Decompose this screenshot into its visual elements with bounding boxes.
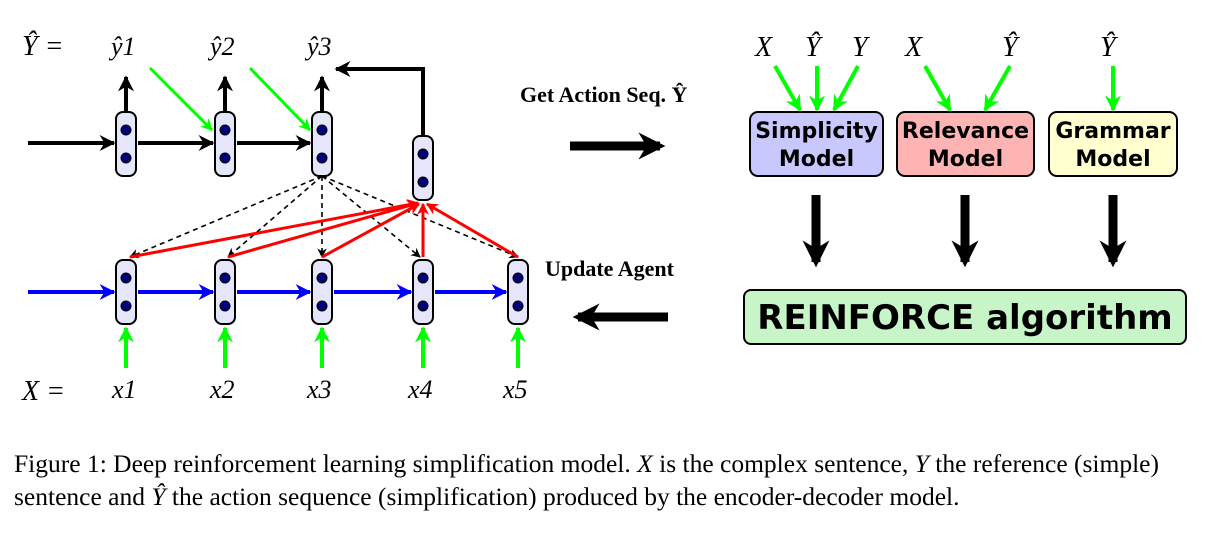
figure-caption: Figure 1: Deep reinforcement learning si… [14, 447, 1204, 513]
model-input-label: X [904, 32, 923, 63]
caption-prefix: Figure 1: Deep reinforcement learning si… [14, 449, 631, 478]
simplicity-model-label: Simplicity [755, 119, 878, 144]
encoder-cell [311, 259, 333, 325]
model-input-label: Ŷ [1100, 32, 1119, 63]
relevance-inputs: X Ŷ [904, 32, 1021, 112]
encoder-input-arrows [118, 326, 526, 368]
grammar-model-label: Model [1075, 147, 1150, 172]
caption-part2: is the complex sentence, [659, 449, 909, 478]
model-input-label: Y [852, 32, 871, 63]
caption-part4: the action sequence (simplification) pro… [171, 482, 960, 511]
model-input-label: X [754, 32, 773, 63]
caption-x-var: X [637, 449, 653, 478]
relevance-model-label: Relevance [902, 119, 1029, 144]
decoder-output-labels: ŷ1 ŷ2 ŷ3 [108, 32, 332, 61]
context-cell [412, 135, 434, 201]
simplicity-model-label: Model [779, 147, 854, 172]
relevance-model-box: Relevance Model [896, 111, 1035, 177]
encoder-input-label: x5 [502, 375, 528, 404]
decoder-output-label: ŷ1 [108, 32, 136, 61]
reward-arrows [802, 195, 1127, 268]
caption-y-var: Y [914, 449, 929, 478]
feedback-arrow [148, 66, 214, 132]
relevance-model-label: Model [928, 147, 1003, 172]
encoder-input-labels: x1 x2 x3 x4 x5 [111, 375, 528, 404]
attention-weight-arrows [129, 199, 519, 259]
encoder-input-label: x2 [209, 375, 235, 404]
reinforce-label: REINFORCE algorithm [757, 298, 1172, 338]
simplicity-model-box: Simplicity Model [749, 111, 884, 177]
encoder-cell [412, 259, 434, 325]
simplicity-inputs: X Ŷ Y [754, 32, 871, 112]
encoder-cell [507, 259, 529, 325]
update-agent-label: Update Agent [545, 256, 675, 281]
decoder-cell [214, 111, 236, 177]
x-equals-label: X = [21, 376, 65, 407]
grammar-model-box: Grammar Model [1048, 111, 1178, 177]
model-input-label: Ŷ [805, 32, 824, 63]
get-action-label: Get Action Seq. Ŷ [520, 82, 688, 107]
caption-part3: the reference (simple) sentence and [14, 449, 1159, 511]
decoder-cell [115, 111, 137, 177]
context-to-output-arrow [334, 61, 425, 136]
encoder-input-label: x4 [407, 375, 433, 404]
grammar-model-label: Grammar [1055, 119, 1170, 144]
reinforce-box: REINFORCE algorithm [743, 289, 1187, 345]
encoder-cell [115, 259, 137, 325]
encoder-cell [214, 259, 236, 325]
encoder-input-label: x3 [306, 375, 332, 404]
decoder-cell [311, 111, 333, 177]
y-hat-equals-label: Ŷ = [22, 31, 63, 62]
decoder-output-label: ŷ3 [304, 32, 332, 61]
grammar-inputs: Ŷ [1100, 32, 1121, 112]
model-input-label: Ŷ [1002, 32, 1021, 63]
feedback-arrow [248, 66, 312, 132]
encoder-input-label: x1 [111, 375, 137, 404]
caption-yhat-var: Ŷ [151, 482, 166, 511]
decoder-output-label: ŷ2 [207, 32, 235, 61]
